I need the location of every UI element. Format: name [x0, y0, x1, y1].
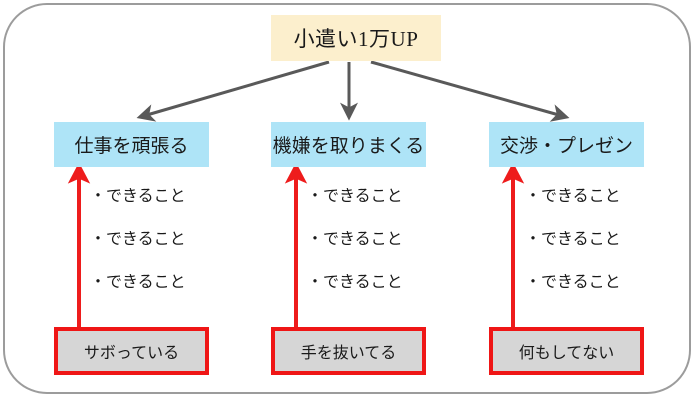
strategy-box-3-label: 交渉・プレゼン	[499, 136, 633, 157]
problem-box-1-label: サボっている	[83, 345, 180, 362]
bullet-list-3: ・できること ・できること ・できること	[525, 188, 665, 291]
problem-box-2: 手を抜いてる	[271, 327, 426, 375]
problem-box-2-label: 手を抜いてる	[300, 345, 397, 362]
diagram-frame-border	[3, 3, 691, 394]
bullet-item: ・できること	[90, 231, 186, 248]
strategy-box-1: 仕事を頑張る	[54, 122, 209, 167]
bullet-item: ・できること	[307, 274, 403, 291]
goal-box-label: 小遣い1万UP	[293, 27, 419, 51]
bullet-item: ・できること	[525, 274, 621, 291]
bullet-item: ・できること	[525, 231, 621, 248]
bullet-list-2: ・できること ・できること ・できること	[307, 188, 447, 291]
bullet-item: ・できること	[307, 188, 403, 205]
strategy-box-2: 機嫌を取りまくる	[271, 122, 426, 167]
bullet-item: ・できること	[90, 188, 186, 205]
strategy-box-2-label: 機嫌を取りまくる	[272, 136, 425, 157]
strategy-box-3: 交渉・プレゼン	[489, 122, 644, 167]
problem-box-3: 何もしてない	[489, 327, 644, 375]
goal-box: 小遣い1万UP	[271, 15, 441, 61]
bullet-item: ・できること	[525, 188, 621, 205]
bullet-item: ・できること	[307, 231, 403, 248]
bullet-list-1: ・できること ・できること ・できること	[90, 188, 230, 291]
strategy-box-1-label: 仕事を頑張る	[74, 136, 189, 157]
problem-box-3-label: 何もしてない	[518, 345, 615, 362]
problem-box-1: サボっている	[54, 327, 209, 375]
bullet-item: ・できること	[90, 274, 186, 291]
